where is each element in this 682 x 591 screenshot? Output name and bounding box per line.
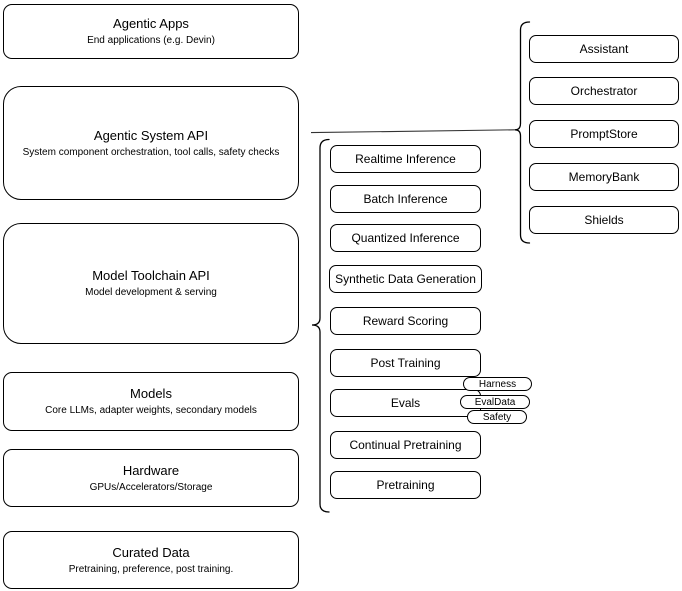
layer-title: Models xyxy=(130,386,172,401)
layer-subtitle: End applications (e.g. Devin) xyxy=(87,35,215,46)
node-batch-inference: Batch Inference xyxy=(330,185,481,213)
tag-safety: Safety xyxy=(467,410,527,424)
node-pretraining: Pretraining xyxy=(330,471,481,499)
layer-title: Curated Data xyxy=(112,544,190,560)
layer-subtitle: System component orchestration, tool cal… xyxy=(22,146,280,158)
toolchain-group-bracket xyxy=(311,138,330,513)
layer-subtitle: Pretraining, preference, post training. xyxy=(68,563,234,575)
node-reward-scoring: Reward Scoring xyxy=(330,307,481,335)
node-promptstore: PromptStore xyxy=(529,120,679,148)
node-continual-pretraining: Continual Pretraining xyxy=(330,431,481,459)
layer-hardware: Hardware GPUs/Accelerators/Storage xyxy=(3,449,299,507)
layer-subtitle: Core LLMs, adapter weights, secondary mo… xyxy=(45,405,257,416)
node-orchestrator: Orchestrator xyxy=(529,77,679,105)
layer-title: Agentic System API xyxy=(93,127,209,143)
node-evals: Evals xyxy=(330,389,481,417)
node-memorybank: MemoryBank xyxy=(529,163,679,191)
layer-curated-data: Curated Data Pretraining, preference, po… xyxy=(3,531,299,589)
layer-title: Model Toolchain API xyxy=(92,268,210,283)
node-synthetic-data-generation: Synthetic Data Generation xyxy=(329,265,482,293)
tag-evaldata: EvalData xyxy=(460,395,530,409)
node-quantized-inference: Quantized Inference xyxy=(330,224,481,252)
layer-agentic-apps: Agentic Apps End applications (e.g. Devi… xyxy=(3,4,299,59)
node-post-training: Post Training xyxy=(330,349,481,377)
node-shields: Shields xyxy=(529,206,679,234)
layer-agentic-system-api: Agentic System API System component orch… xyxy=(3,86,299,200)
layer-subtitle: GPUs/Accelerators/Storage xyxy=(89,481,213,493)
tag-harness: Harness xyxy=(463,377,532,391)
layer-title: Agentic Apps xyxy=(113,16,189,31)
node-assistant: Assistant xyxy=(529,35,679,63)
system-group-bracket xyxy=(514,21,531,244)
node-realtime-inference: Realtime Inference xyxy=(330,145,481,173)
system-api-connector-line xyxy=(310,129,516,134)
layer-models: Models Core LLMs, adapter weights, secon… xyxy=(3,372,299,431)
layer-subtitle: Model development & serving xyxy=(85,287,217,298)
layer-model-toolchain-api: Model Toolchain API Model development & … xyxy=(3,223,299,344)
layer-title: Hardware xyxy=(122,462,180,478)
